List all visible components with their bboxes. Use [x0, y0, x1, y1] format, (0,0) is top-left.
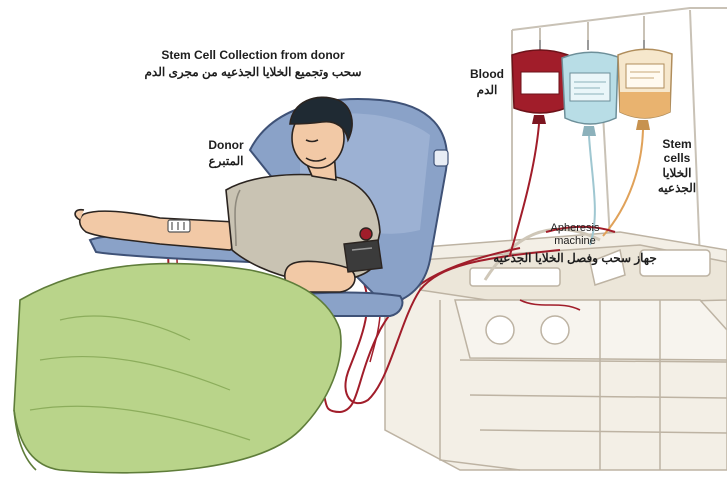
donor-label-english: Donor [196, 139, 256, 152]
donor-figure [75, 97, 380, 292]
title-arabic: سحب وتجميع الخلايا الجذعيه من مجرى الدم [128, 66, 378, 79]
donor-label-arabic: المتبرع [196, 155, 256, 168]
stem-cells-label-arabic-line1: الخلايا [650, 167, 704, 180]
machine-label-arabic: جهاز سحب وفصل الخلايا الجذعيه [470, 252, 680, 265]
blood-bag-icon [512, 40, 568, 124]
apheresis-machine [385, 229, 727, 470]
plasma-bag-icon [562, 40, 618, 136]
title-english: Stem Cell Collection from donor [143, 49, 363, 62]
blood-label-arabic: الدم [462, 84, 512, 97]
machine-label-english-line1: Apheresis [535, 222, 615, 234]
stem-cells-label-english-line1: Stem [652, 138, 702, 151]
stem-cell-bag-icon [618, 40, 672, 130]
needle-site [168, 220, 190, 232]
blanket [14, 264, 341, 473]
stem-cells-label-arabic-line2: الجذعيه [650, 182, 704, 195]
blood-label-english: Blood [462, 68, 512, 81]
machine-label-english-line2: machine [535, 235, 615, 247]
stem-cells-label-english-line2: cells [652, 152, 702, 165]
